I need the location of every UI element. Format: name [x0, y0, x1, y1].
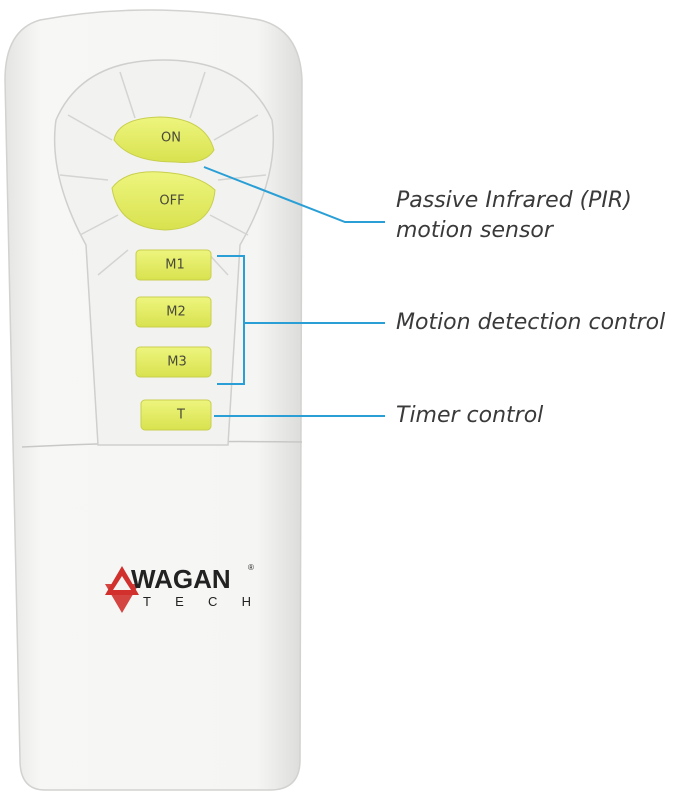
m2-button[interactable]: M2: [135, 296, 212, 328]
motion-bracket-line: [217, 255, 245, 385]
m2-button-label: M2: [166, 305, 186, 320]
timer-callout: Timer control: [396, 403, 544, 428]
pir-callout-line2: motion sensor: [396, 218, 553, 243]
star-logo-icon: [105, 566, 139, 613]
t-button-label: T: [176, 408, 185, 423]
on-button-label: ON: [161, 131, 181, 146]
leader-lines: [203, 166, 385, 417]
m1-button-label: M1: [165, 258, 185, 273]
pir-callout: Passive Infrared (PIR) motion sensor: [396, 186, 632, 246]
off-button-label: OFF: [159, 194, 184, 209]
brand-name: WAGAN: [131, 564, 231, 594]
m3-button[interactable]: M3: [135, 346, 212, 378]
pir-leader-line: [203, 166, 385, 223]
motion-callout: Motion detection control: [396, 310, 666, 335]
pir-callout-line1: Passive Infrared (PIR): [396, 188, 632, 213]
t-button[interactable]: T: [140, 399, 212, 431]
registered-mark: ®: [248, 563, 254, 572]
on-button[interactable]: ON: [113, 116, 215, 163]
panel-ribs: [59, 71, 267, 276]
m3-button-label: M3: [167, 355, 187, 370]
m1-button[interactable]: M1: [135, 249, 212, 281]
off-button[interactable]: OFF: [111, 171, 216, 231]
